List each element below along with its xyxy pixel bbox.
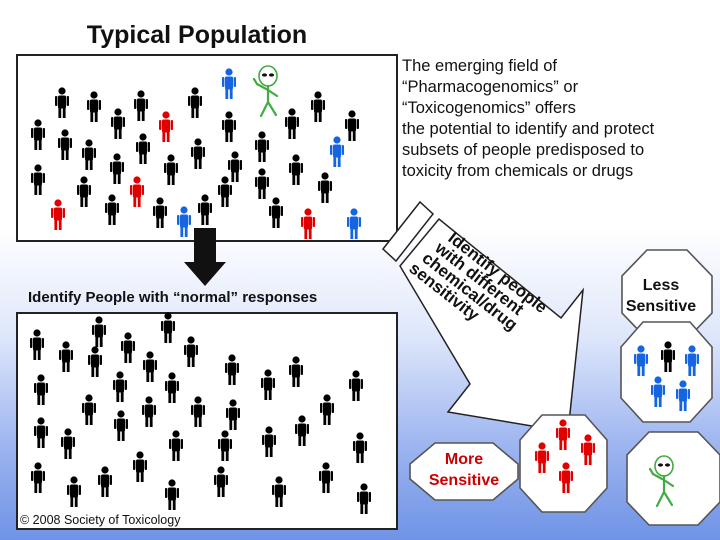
person-icon bbox=[318, 172, 332, 203]
person-icon bbox=[295, 415, 309, 446]
normal-response-people bbox=[30, 312, 371, 514]
person-icon bbox=[169, 430, 183, 461]
less-sensitive-line: Less bbox=[642, 277, 680, 294]
diagram-title: Typical Population bbox=[66, 16, 328, 54]
description-line: subsets of people predisposed to bbox=[402, 141, 645, 159]
person-icon bbox=[55, 87, 69, 118]
copyright-text: © 2008 Society of Toxicology bbox=[20, 513, 181, 527]
more-sensitive-line: More bbox=[444, 451, 484, 468]
person-icon bbox=[113, 371, 127, 402]
person-icon bbox=[225, 354, 239, 385]
person-icon bbox=[92, 316, 106, 347]
person-icon bbox=[87, 91, 101, 122]
person-icon bbox=[165, 372, 179, 403]
person-icon bbox=[67, 476, 81, 507]
person-icon bbox=[262, 426, 276, 457]
person-icon bbox=[31, 119, 45, 150]
person-icon bbox=[114, 410, 128, 441]
person-icon bbox=[218, 430, 232, 461]
person-icon bbox=[110, 153, 124, 184]
person-icon bbox=[330, 136, 344, 167]
person-icon bbox=[349, 370, 363, 401]
person-icon bbox=[177, 206, 191, 237]
more-sensitive-line: Sensitive bbox=[428, 472, 500, 489]
person-icon bbox=[222, 111, 236, 142]
person-icon bbox=[255, 168, 269, 199]
person-icon bbox=[136, 133, 150, 164]
person-icon bbox=[320, 394, 334, 425]
person-icon bbox=[105, 194, 119, 225]
person-icon bbox=[357, 483, 371, 514]
person-icon bbox=[88, 346, 102, 377]
description-line: The emerging field of bbox=[402, 57, 558, 75]
person-icon bbox=[51, 199, 65, 230]
person-icon bbox=[165, 479, 179, 510]
person-icon bbox=[77, 176, 91, 207]
person-icon bbox=[353, 432, 367, 463]
person-icon bbox=[82, 139, 96, 170]
alien-figure-icon bbox=[252, 64, 279, 118]
person-icon bbox=[161, 312, 175, 343]
person-icon bbox=[134, 90, 148, 121]
person-icon bbox=[198, 194, 212, 225]
person-icon bbox=[222, 68, 236, 99]
diagonal-arrow-icon bbox=[381, 200, 585, 433]
person-icon bbox=[153, 197, 167, 228]
normal-responses-label: Identify People with “normal” responses bbox=[28, 289, 318, 306]
person-icon bbox=[133, 451, 147, 482]
description-line: the potential to identify and protect bbox=[402, 120, 655, 138]
person-icon bbox=[59, 341, 73, 372]
person-icon bbox=[272, 476, 286, 507]
person-icon bbox=[289, 154, 303, 185]
person-icon bbox=[130, 176, 144, 207]
person-icon bbox=[261, 369, 275, 400]
person-icon bbox=[226, 399, 240, 430]
person-icon bbox=[164, 154, 178, 185]
person-icon bbox=[30, 329, 44, 360]
description-text: The emerging field of “Pharmacogenomics”… bbox=[402, 56, 714, 182]
description-line: “Pharmacogenomics” or bbox=[402, 78, 579, 96]
person-icon bbox=[347, 208, 361, 239]
person-icon bbox=[159, 111, 173, 142]
person-icon bbox=[191, 396, 205, 427]
person-icon bbox=[188, 87, 202, 118]
person-icon bbox=[289, 356, 303, 387]
person-icon bbox=[58, 129, 72, 160]
less-sensitive-label: Less Sensitive bbox=[612, 275, 710, 317]
person-icon bbox=[34, 374, 48, 405]
more-sensitive-octagon bbox=[409, 442, 519, 501]
person-icon bbox=[31, 462, 45, 493]
person-icon bbox=[285, 108, 299, 139]
typical-population-people bbox=[31, 64, 361, 239]
description-line: toxicity from chemicals or drugs bbox=[402, 162, 634, 180]
person-icon bbox=[143, 351, 157, 382]
less-sensitive-line: Sensitive bbox=[625, 298, 697, 315]
person-icon bbox=[31, 164, 45, 195]
person-icon bbox=[121, 332, 135, 363]
person-icon bbox=[61, 428, 75, 459]
person-icon bbox=[228, 151, 242, 182]
person-icon bbox=[255, 131, 269, 162]
person-icon bbox=[184, 336, 198, 367]
down-arrow-icon bbox=[184, 228, 226, 286]
person-icon bbox=[82, 394, 96, 425]
person-icon bbox=[111, 108, 125, 139]
person-icon bbox=[218, 176, 232, 207]
person-icon bbox=[301, 208, 315, 239]
person-icon bbox=[214, 466, 228, 497]
person-icon bbox=[142, 396, 156, 427]
alien-octagon bbox=[626, 431, 720, 526]
person-icon bbox=[269, 197, 283, 228]
person-icon bbox=[191, 138, 205, 169]
person-icon bbox=[311, 91, 325, 122]
person-icon bbox=[98, 466, 112, 497]
person-icon bbox=[345, 110, 359, 141]
person-icon bbox=[319, 462, 333, 493]
description-line: “Toxicogenomics” offers bbox=[402, 99, 576, 117]
more-sensitive-label: More Sensitive bbox=[412, 449, 516, 491]
person-icon bbox=[34, 417, 48, 448]
